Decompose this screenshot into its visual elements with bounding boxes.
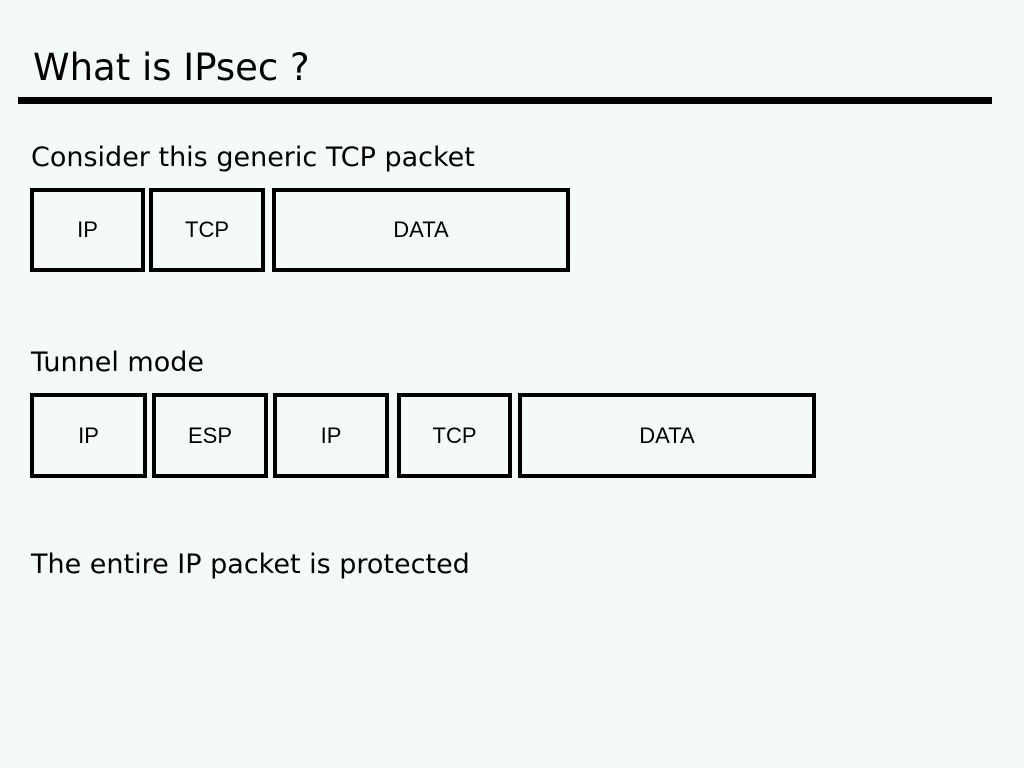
packet-box-ip: IP bbox=[273, 393, 389, 478]
slide-title: What is IPsec ? bbox=[33, 46, 310, 89]
packet-box-ip: IP bbox=[30, 393, 147, 478]
packet-box-label: IP bbox=[320, 422, 342, 448]
tunnel-mode-heading: Tunnel mode bbox=[31, 347, 204, 378]
protection-note: The entire IP packet is protected bbox=[31, 549, 470, 580]
packet-box-data: DATA bbox=[518, 393, 816, 478]
packet-box-label: IP bbox=[78, 422, 99, 448]
packet-box-esp: ESP bbox=[152, 393, 268, 478]
packet-box-data: DATA bbox=[272, 188, 570, 272]
packet-box-label: DATA bbox=[639, 422, 695, 448]
packet-box-tcp: TCP bbox=[397, 393, 512, 478]
generic-packet-heading: Consider this generic TCP packet bbox=[31, 142, 475, 173]
packet-box-ip: IP bbox=[30, 188, 145, 272]
title-underline bbox=[18, 97, 992, 104]
packet-box-label: TCP bbox=[185, 217, 229, 242]
packet-box-label: IP bbox=[77, 217, 98, 242]
packet-box-label: DATA bbox=[393, 217, 449, 242]
packet-box-label: TCP bbox=[432, 422, 477, 448]
packet-box-label: ESP bbox=[187, 422, 233, 448]
packet-box-tcp: TCP bbox=[149, 188, 265, 272]
